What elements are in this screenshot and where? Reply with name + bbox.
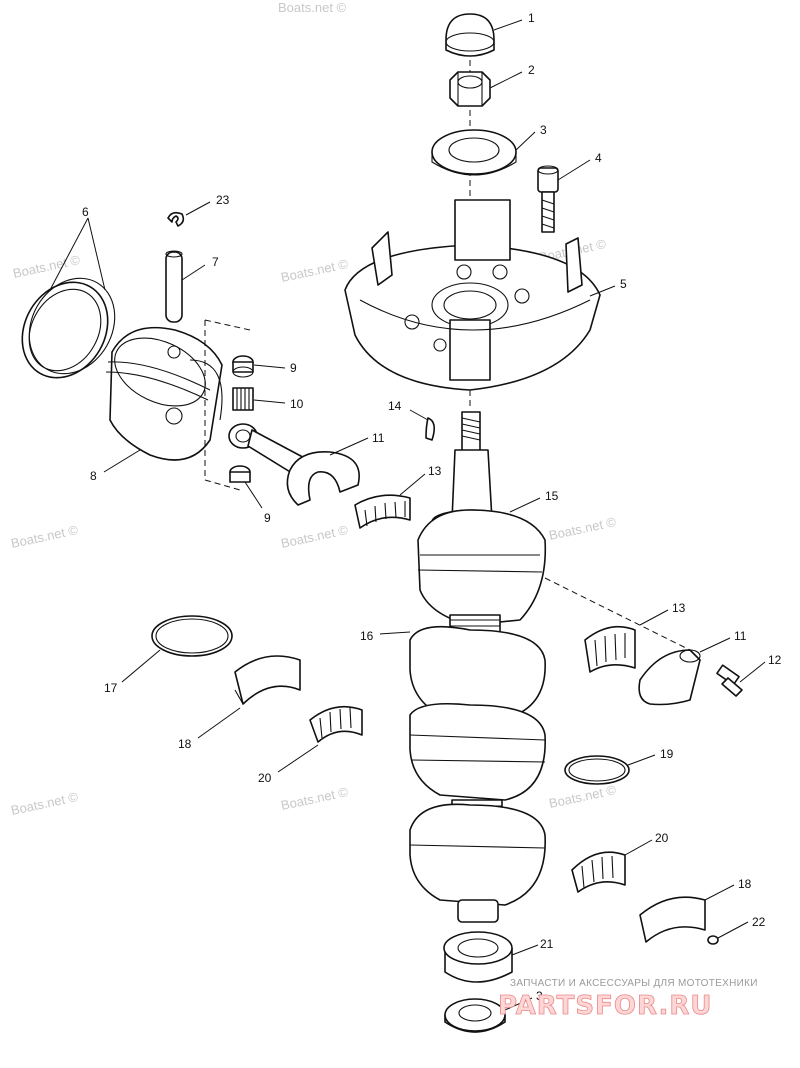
- watermark: Boats.net ©: [280, 784, 350, 813]
- callout-17: 17: [104, 681, 118, 695]
- callout-9a: 9: [290, 361, 297, 375]
- watermark: Boats.net ©: [548, 782, 618, 811]
- part-nut: [449, 71, 491, 107]
- watermark: Boats.net ©: [278, 0, 347, 15]
- callout-8: 8: [90, 469, 97, 483]
- callout-3b: 3: [536, 989, 543, 1003]
- callout-7: 7: [212, 255, 219, 269]
- watermark: Boats.net ©: [10, 522, 80, 551]
- part-snap-ring-19: [564, 755, 630, 785]
- callout-15: 15: [545, 489, 559, 503]
- callout-2: 2: [528, 63, 535, 77]
- callout-labels: 1 2 3 4 5 6 7 8 9 9 10 11 11 12 13 13 14…: [82, 11, 782, 1003]
- watermark: Boats.net ©: [280, 522, 350, 551]
- callout-14: 14: [388, 399, 402, 413]
- part-piston: [105, 326, 223, 461]
- watermark: Boats.net ©: [10, 789, 80, 818]
- callout-12: 12: [768, 653, 782, 667]
- rod-axis-line: [544, 577, 691, 651]
- callout-21: 21: [540, 937, 554, 951]
- callout-20a: 20: [258, 771, 272, 785]
- callout-23: 23: [216, 193, 230, 207]
- callout-11b: 11: [734, 629, 747, 643]
- callout-11a: 11: [372, 431, 385, 445]
- watermark: Boats.net ©: [12, 252, 82, 281]
- watermark: Boats.net ©: [280, 256, 350, 285]
- leader-lines: [49, 19, 766, 1011]
- part-bolt: [537, 165, 559, 233]
- part-bearing-housing: [344, 199, 601, 391]
- part-small-end-parts: [204, 319, 254, 491]
- part-ball-bearing: [443, 931, 513, 983]
- part-needle-bearing-right-lower: [571, 851, 626, 893]
- callout-4: 4: [595, 151, 602, 165]
- callout-13a: 13: [428, 464, 442, 478]
- part-snap-ring-17: [151, 615, 233, 657]
- brand-watermark: ЗАПЧАСТИ И АКСЕССУАРЫ ДЛЯ МОТОТЕХНИКИ PA…: [498, 978, 758, 1021]
- callout-13b: 13: [672, 601, 686, 615]
- part-needle-bearing-left: [309, 705, 363, 743]
- part-seal-top: [431, 129, 517, 176]
- part-clip: [167, 211, 185, 227]
- part-rod-cap: [638, 649, 701, 706]
- callout-16: 16: [360, 629, 374, 643]
- callout-5: 5: [620, 277, 627, 291]
- part-woodruff-key: [425, 417, 436, 441]
- part-rod-bolt: [716, 664, 743, 697]
- part-wrist-pin: [165, 250, 183, 323]
- watermark: Boats.net ©: [548, 514, 618, 543]
- callout-10: 10: [290, 397, 304, 411]
- callout-9b: 9: [264, 511, 271, 525]
- part-piston-rings: [21, 277, 116, 379]
- callout-18a: 18: [178, 737, 192, 751]
- part-crankshaft: [409, 411, 547, 923]
- part-needle-bearing-upper: [354, 494, 411, 529]
- brand-name: PARTSFOR.RU: [498, 991, 712, 1021]
- part-cap: [445, 13, 495, 57]
- callout-19: 19: [660, 747, 674, 761]
- part-seal-bottom: [444, 998, 506, 1033]
- callout-3: 3: [540, 123, 547, 137]
- part-race-left: [234, 655, 301, 705]
- part-connecting-rod: [228, 423, 360, 506]
- brand-tagline: ЗАПЧАСТИ И АКСЕССУАРЫ ДЛЯ МОТОТЕХНИКИ: [510, 978, 758, 989]
- part-dowel: [707, 935, 719, 945]
- callout-1: 1: [528, 11, 535, 25]
- part-needle-bearing-right: [584, 625, 636, 673]
- part-race-right: [639, 896, 706, 943]
- callout-6: 6: [82, 205, 89, 219]
- callout-22: 22: [752, 915, 766, 929]
- callout-18b: 18: [738, 877, 752, 891]
- callout-20b: 20: [655, 831, 669, 845]
